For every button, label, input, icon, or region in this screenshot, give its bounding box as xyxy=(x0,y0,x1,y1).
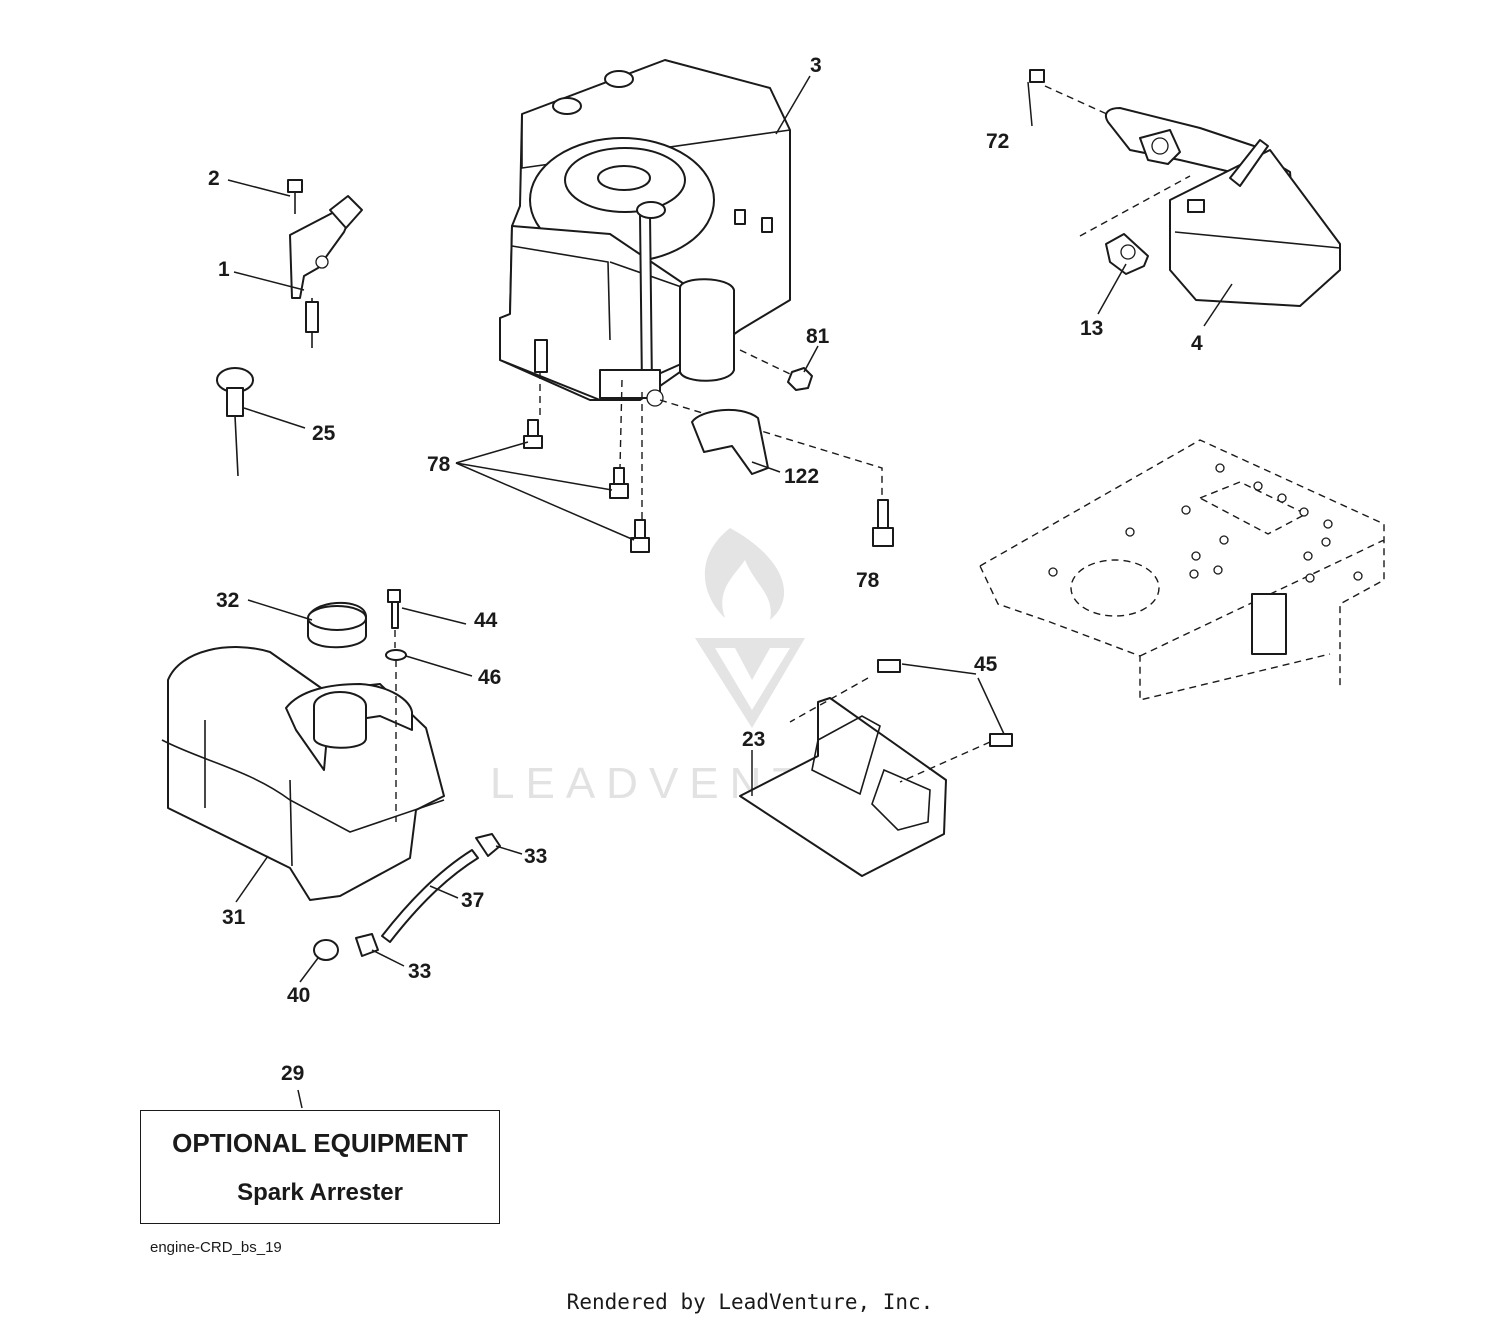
callout-3: 3 xyxy=(810,54,822,77)
callout-2: 2 xyxy=(208,167,220,190)
heat-shield-part xyxy=(691,408,769,475)
muffler-part xyxy=(1029,69,1341,307)
callout-40: 40 xyxy=(287,984,310,1007)
fuel-line-part xyxy=(313,833,501,961)
callout-78-right: 78 xyxy=(856,569,880,592)
mounting-plate-part xyxy=(739,659,1013,877)
callout-33-top: 33 xyxy=(524,845,547,868)
callout-45: 45 xyxy=(974,653,998,676)
optional-equipment-title: OPTIONAL EQUIPMENT xyxy=(172,1128,468,1158)
callout-1: 1 xyxy=(218,258,230,281)
flame-v-logo-icon xyxy=(695,528,805,728)
callout-122: 122 xyxy=(784,465,819,488)
throttle-control-part xyxy=(287,179,363,348)
engine-part xyxy=(499,59,791,407)
leader-lines xyxy=(227,75,1233,1109)
choke-knob-part xyxy=(216,367,254,477)
callout-46: 46 xyxy=(478,666,501,689)
callout-44: 44 xyxy=(474,609,498,632)
callout-32: 32 xyxy=(216,589,239,612)
frame-part xyxy=(979,439,1385,701)
optional-equipment-box xyxy=(140,1110,500,1224)
callout-33-bottom: 33 xyxy=(408,960,431,983)
callout-81: 81 xyxy=(806,325,830,348)
callout-labels: 1 2 3 4 13 23 25 29 31 32 33 33 37 40 44… xyxy=(208,54,1203,1085)
callout-37: 37 xyxy=(461,889,484,912)
render-credit: Rendered by LeadVenture, Inc. xyxy=(566,1290,934,1314)
callout-72: 72 xyxy=(986,130,1009,153)
spark-arrester-label: Spark Arrester xyxy=(237,1179,403,1206)
callout-4: 4 xyxy=(1191,332,1203,355)
callout-31: 31 xyxy=(222,906,246,929)
diagram-id: engine-CRD_bs_19 xyxy=(150,1239,282,1256)
fuel-tank-part xyxy=(161,589,445,901)
engine-bolts-part xyxy=(523,349,894,553)
callout-23: 23 xyxy=(742,728,765,751)
callout-29: 29 xyxy=(281,1062,304,1085)
callout-78-left: 78 xyxy=(427,453,451,476)
callout-13: 13 xyxy=(1080,317,1103,340)
callout-25: 25 xyxy=(312,422,336,445)
